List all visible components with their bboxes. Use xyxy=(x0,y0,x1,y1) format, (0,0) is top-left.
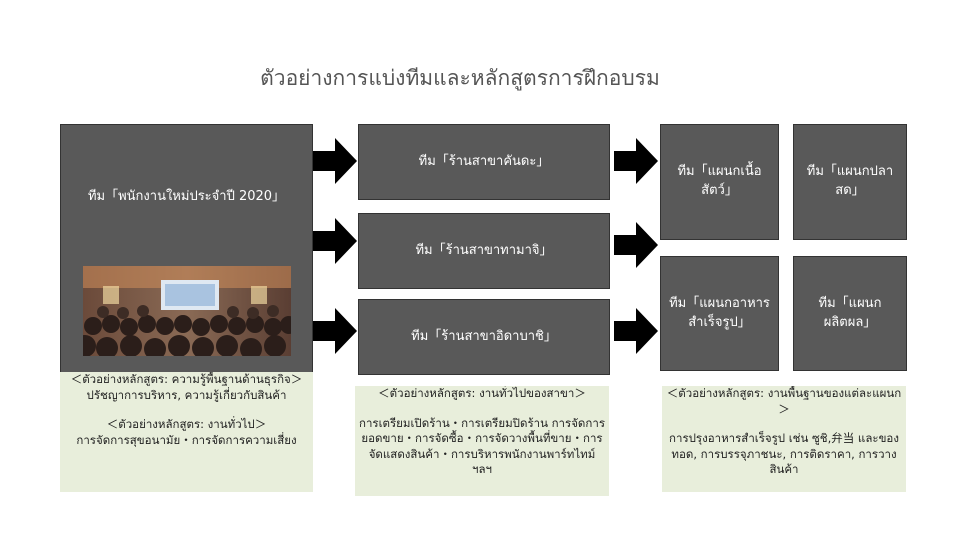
team-box-new-staff: ทีม「พนักงานใหม่ประจำปี 2020」 xyxy=(60,124,313,374)
team-box-dept-produce: ทีม「แผนกผลิตผล」 xyxy=(793,256,907,371)
course-heading: ＜ตัวอย่างหลักสูตร: ความรู้พื้นฐานด้านธุร… xyxy=(70,372,303,386)
team-box-dept-ready-meal: ทีม「แผนกอาหารสำเร็จรูป」 xyxy=(660,256,779,371)
arrow-right-icon xyxy=(313,138,357,184)
course-body: การเตรียมเปิดร้าน・การเตรียมปิดร้าน การจั… xyxy=(359,415,605,477)
team-label-branch-takamachi: ทีม「ร้านสาขาทามาจิ」 xyxy=(415,242,553,258)
course-heading: ＜ตัวอย่างหลักสูตร: งานทั่วไป＞ xyxy=(106,417,267,432)
seminar-audience-image xyxy=(83,266,291,356)
course-heading: ＜ตัวอย่างหลักสูตร: งานทั่วไปของสาขา＞ xyxy=(378,386,586,400)
team-box-dept-fish: ทีม「แผนกปลาสด」 xyxy=(793,124,907,240)
arrow-right-icon xyxy=(614,222,658,268)
team-box-dept-meat: ทีม「แผนกเนื้อสัตว์」 xyxy=(660,124,779,240)
team-label-dept-fish: ทีม「แผนกปลาสด」 xyxy=(806,164,894,198)
team-label-dept-ready-meal: ทีม「แผนกอาหารสำเร็จรูป」 xyxy=(669,295,770,330)
team-label-branch-idabashi: ทีม「ร้านสาขาอิดาบาชิ」 xyxy=(411,328,557,344)
team-box-branch-idabashi: ทีม「ร้านสาขาอิดาบาชิ」 xyxy=(358,299,610,375)
course-note-left: ＜ตัวอย่างหลักสูตร: ความรู้พื้นฐานด้านธุร… xyxy=(60,372,313,492)
course-note-middle: ＜ตัวอย่างหลักสูตร: งานทั่วไปของสาขา＞ การ… xyxy=(355,386,609,496)
course-note-right: ＜ตัวอย่างหลักสูตร: งานพื้นฐานของแต่ละแผน… xyxy=(662,386,906,492)
team-label-branch-kanda: ทีม「ร้านสาขาคันดะ」 xyxy=(418,153,550,169)
team-box-branch-kanda: ทีม「ร้านสาขาคันดะ」 xyxy=(358,124,610,200)
seminar-photo xyxy=(83,266,291,356)
arrow-right-icon xyxy=(614,138,658,184)
page-title: ตัวอย่างการแบ่งทีมและหลักสูตรการฝึกอบรม xyxy=(260,66,660,90)
course-heading: ＜ตัวอย่างหลักสูตร: งานพื้นฐานของแต่ละแผน… xyxy=(666,386,902,416)
team-box-branch-takamachi: ทีม「ร้านสาขาทามาจิ」 xyxy=(358,213,610,289)
team-label-new-staff: ทีม「พนักงานใหม่ประจำปี 2020」 xyxy=(87,189,286,204)
arrow-right-icon xyxy=(313,308,357,354)
course-body: ปรัชญาการบริหาร, ความรู้เกี่ยวกับสินค้า xyxy=(86,387,287,402)
arrow-right-icon xyxy=(614,308,658,354)
arrow-right-icon xyxy=(313,218,357,264)
course-body: การปรุงอาหารสำเร็จรูป เช่น ซูชิ,弁当 และขอ… xyxy=(669,431,899,477)
team-label-dept-produce: ทีม「แผนกผลิตผล」 xyxy=(818,295,882,330)
course-body: การจัดการสุขอนามัย・การจัดการความเสี่ยง xyxy=(76,432,297,447)
team-label-dept-meat: ทีม「แผนกเนื้อสัตว์」 xyxy=(677,164,762,198)
